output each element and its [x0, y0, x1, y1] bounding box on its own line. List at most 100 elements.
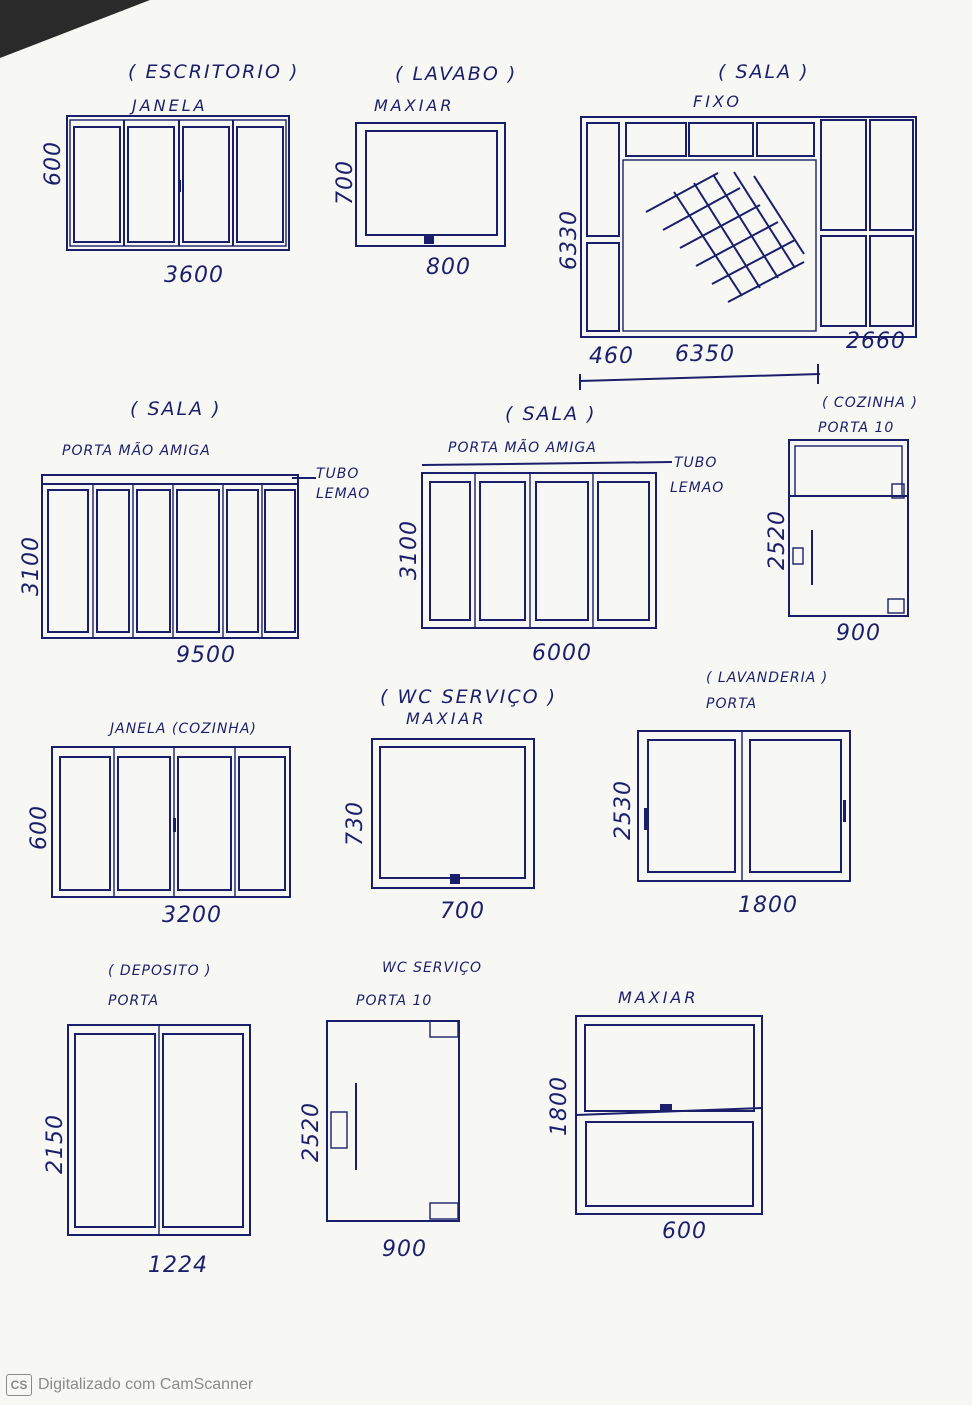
height-dim: 3100 — [19, 536, 44, 596]
height-dim: 6330 — [557, 210, 582, 270]
width-dim: 3200 — [162, 903, 222, 928]
window-sash — [379, 746, 526, 879]
note-tubo: TUBO — [316, 466, 359, 482]
room-label: ( SALA ) — [505, 403, 597, 425]
width-dim: 6000 — [532, 641, 592, 666]
width-dim: 1800 — [738, 893, 798, 918]
drawing-sheet: ( ESCRITORIO ) JANELA 600 3600 ( LAVABO … — [19, 61, 918, 1278]
note-lemao: LEMAO — [316, 486, 370, 502]
door-leaf — [74, 1033, 156, 1228]
drawing-deposito-porta: ( DEPOSITO ) PORTA 2150 1224 — [43, 963, 251, 1278]
drawing-sala-porta-9500: ( SALA ) PORTA MÃO AMIGA TUBO LEMAO 3100… — [19, 398, 370, 668]
window-leaf — [73, 126, 121, 243]
width-dim: 900 — [382, 1237, 427, 1262]
width-dim: 900 — [836, 621, 881, 646]
window-leaf — [127, 126, 175, 243]
handle-icon — [450, 874, 460, 884]
room-label: ( COZINHA ) — [822, 395, 918, 411]
type-label: PORTA MÃO AMIGA — [448, 439, 597, 456]
door-frame — [637, 730, 851, 882]
window-frame — [575, 1015, 763, 1215]
drawing-wc-servico-maxiar: ( WC SERVIÇO ) MAXIAR 730 700 — [343, 686, 557, 924]
room-label: ( LAVABO ) — [395, 63, 517, 85]
door-frame — [421, 472, 657, 629]
type-label: PORTA — [706, 696, 757, 712]
scan-corner-shadow — [0, 0, 150, 58]
door-frame — [326, 1020, 460, 1222]
door-leaf — [429, 481, 471, 621]
door-leaf — [96, 489, 130, 633]
drawing-escritorio-janela: ( ESCRITORIO ) JANELA 600 3600 — [41, 61, 299, 288]
type-label: MAXIAR — [406, 709, 487, 728]
window-sash — [365, 130, 498, 236]
drawing-wc-servico-porta: WC SERVIÇO PORTA 10 2520 900 — [299, 960, 482, 1262]
height-dim: 1800 — [547, 1076, 572, 1136]
door-frame — [788, 439, 909, 617]
handle-icon — [178, 180, 181, 192]
handle-icon — [173, 818, 176, 832]
door-leaf — [597, 481, 650, 621]
room-label: ( SALA ) — [130, 398, 222, 420]
window-frame — [66, 115, 290, 251]
window-leaf — [238, 756, 286, 891]
type-label: MAXIAR — [618, 988, 699, 1007]
door-leaf — [749, 739, 842, 873]
handle-icon — [424, 236, 434, 244]
room-label: ( WC SERVIÇO ) — [380, 686, 557, 708]
type-label: JANELA — [129, 96, 208, 115]
window-frame — [355, 122, 506, 247]
height-dim: 600 — [41, 141, 66, 186]
room-label: ( SALA ) — [718, 61, 810, 83]
type-label: PORTA — [108, 993, 159, 1009]
door-leaf — [479, 481, 526, 621]
height-dim: 2150 — [43, 1114, 68, 1174]
drawing-lavabo-maxiar: ( LAVABO ) MAXIAR 700 800 — [333, 63, 517, 280]
width-dim-right: 2660 — [846, 329, 906, 354]
drawing-maxiar-final: MAXIAR 1800 600 — [547, 988, 763, 1244]
height-dim: 3100 — [397, 520, 422, 580]
window-leaf — [236, 126, 284, 243]
type-label: FIXO — [693, 92, 742, 111]
door-leaf — [176, 489, 220, 633]
drawing-janela-cozinha: JANELA (COZINHA) 600 3200 — [27, 721, 291, 928]
drawing-sala-fixo: ( SALA ) FIXO 6330 — [557, 61, 917, 390]
width-dim: 3600 — [164, 263, 224, 288]
room-label: ( ESCRITORIO ) — [128, 61, 299, 83]
type-label: MAXIAR — [374, 96, 455, 115]
label: JANELA (COZINHA) — [107, 721, 257, 737]
scanner-footer: CS Digitalizado com CamScanner — [6, 1374, 253, 1396]
height-dim: 600 — [27, 805, 52, 850]
width-dim: 800 — [426, 255, 471, 280]
room-label: ( DEPOSITO ) — [108, 963, 212, 979]
window-frame — [371, 738, 535, 889]
note-lemao: LEMAO — [670, 480, 724, 496]
room-label: ( LAVANDERIA ) — [706, 670, 828, 686]
width-dim-left: 460 — [589, 344, 634, 369]
height-dim: 2520 — [765, 510, 790, 570]
window-frame — [51, 746, 291, 898]
window-leaf — [177, 756, 232, 891]
height-dim: 700 — [333, 160, 358, 205]
door-leaf — [162, 1033, 244, 1228]
handle-icon — [644, 808, 647, 830]
width-dim: 700 — [440, 899, 485, 924]
handle-icon — [660, 1104, 672, 1112]
width-dim-mid: 6350 — [675, 342, 735, 367]
window-sash — [584, 1024, 755, 1112]
door-leaf — [647, 739, 736, 873]
footer-text: Digitalizado com CamScanner — [38, 1376, 254, 1393]
door-leaf — [136, 489, 171, 633]
window-sash — [585, 1121, 754, 1207]
width-dim: 1224 — [148, 1253, 208, 1278]
window-leaf — [59, 756, 111, 891]
drawing-sala-porta-6000: ( SALA ) PORTA MÃO AMIGA TUBO LEMAO 3100… — [397, 403, 724, 666]
drawing-lavanderia-porta: ( LAVANDERIA ) PORTA 2530 1800 — [611, 670, 851, 918]
room-label: WC SERVIÇO — [382, 960, 482, 976]
door-leaf — [226, 489, 259, 633]
glass-hatch — [645, 171, 805, 303]
window-leaf — [117, 756, 171, 891]
fixed-frame — [580, 116, 917, 338]
door-leaf — [264, 489, 296, 633]
camscanner-logo-icon: CS — [6, 1374, 32, 1396]
type-label: PORTA MÃO AMIGA — [62, 442, 211, 459]
